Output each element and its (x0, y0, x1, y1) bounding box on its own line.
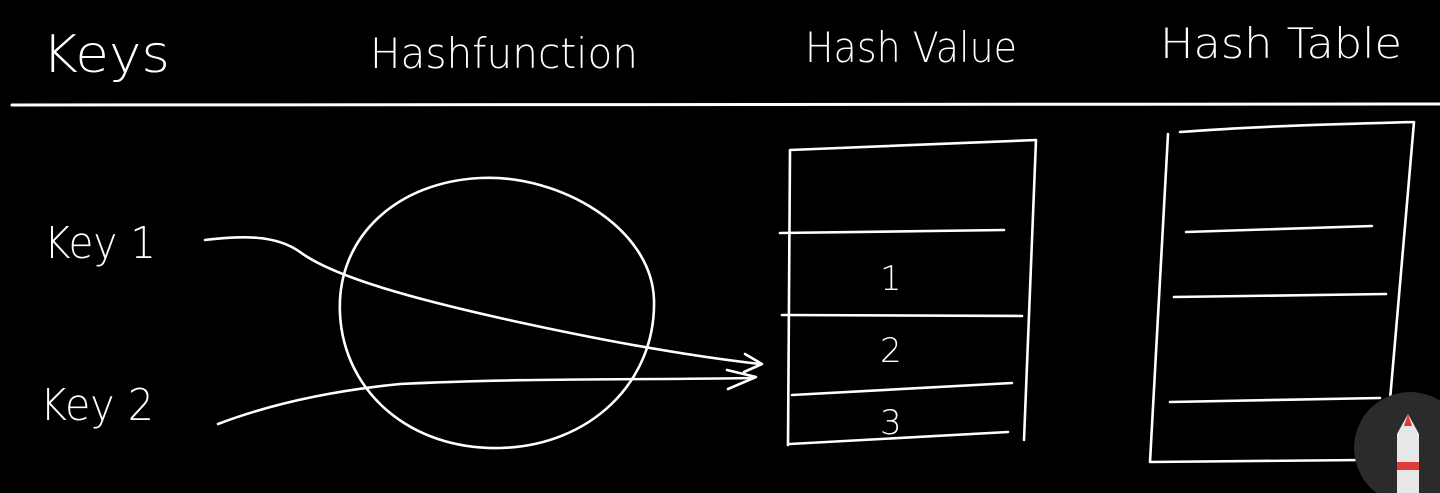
hash-value-table-frame (786, 138, 1038, 447)
hash-value-table: 1 2 3 (778, 138, 1038, 447)
hash-value-cell: 3 (880, 403, 902, 443)
pencil-tool-button[interactable] (1354, 392, 1440, 493)
hash-value-row-divider (778, 228, 1006, 235)
hash-value-row-divider (788, 430, 1010, 446)
key-2-label: Key 2 (40, 380, 154, 431)
hash-table-row-divider (1168, 396, 1382, 404)
hash-value-cell: 1 (880, 259, 902, 299)
key-1-label: Key 1 (44, 218, 156, 269)
hash-table-frame (1148, 120, 1416, 464)
key-2-arrow (216, 376, 754, 426)
header-keys: Keys (42, 25, 170, 85)
hash-value-cell: 2 (880, 331, 902, 371)
key-1-arrow (203, 235, 762, 366)
pencil-icon (1397, 414, 1419, 493)
hash-table-row-divider (1184, 224, 1374, 234)
header-hash-function: Hashfunction (370, 29, 638, 78)
key-2-arrowhead (725, 368, 758, 391)
header-divider (10, 102, 1440, 107)
key-1-arrowhead (742, 352, 764, 374)
header-hash-table: Hash Table (1160, 19, 1402, 68)
hash-table-row-divider (1172, 292, 1388, 299)
hash-value-row-divider (790, 381, 1014, 397)
hash-table (1148, 120, 1416, 464)
header-hash-value: Hash Value (805, 23, 1017, 72)
hash-function-circle (338, 176, 656, 450)
hash-value-row-divider (780, 313, 1024, 318)
